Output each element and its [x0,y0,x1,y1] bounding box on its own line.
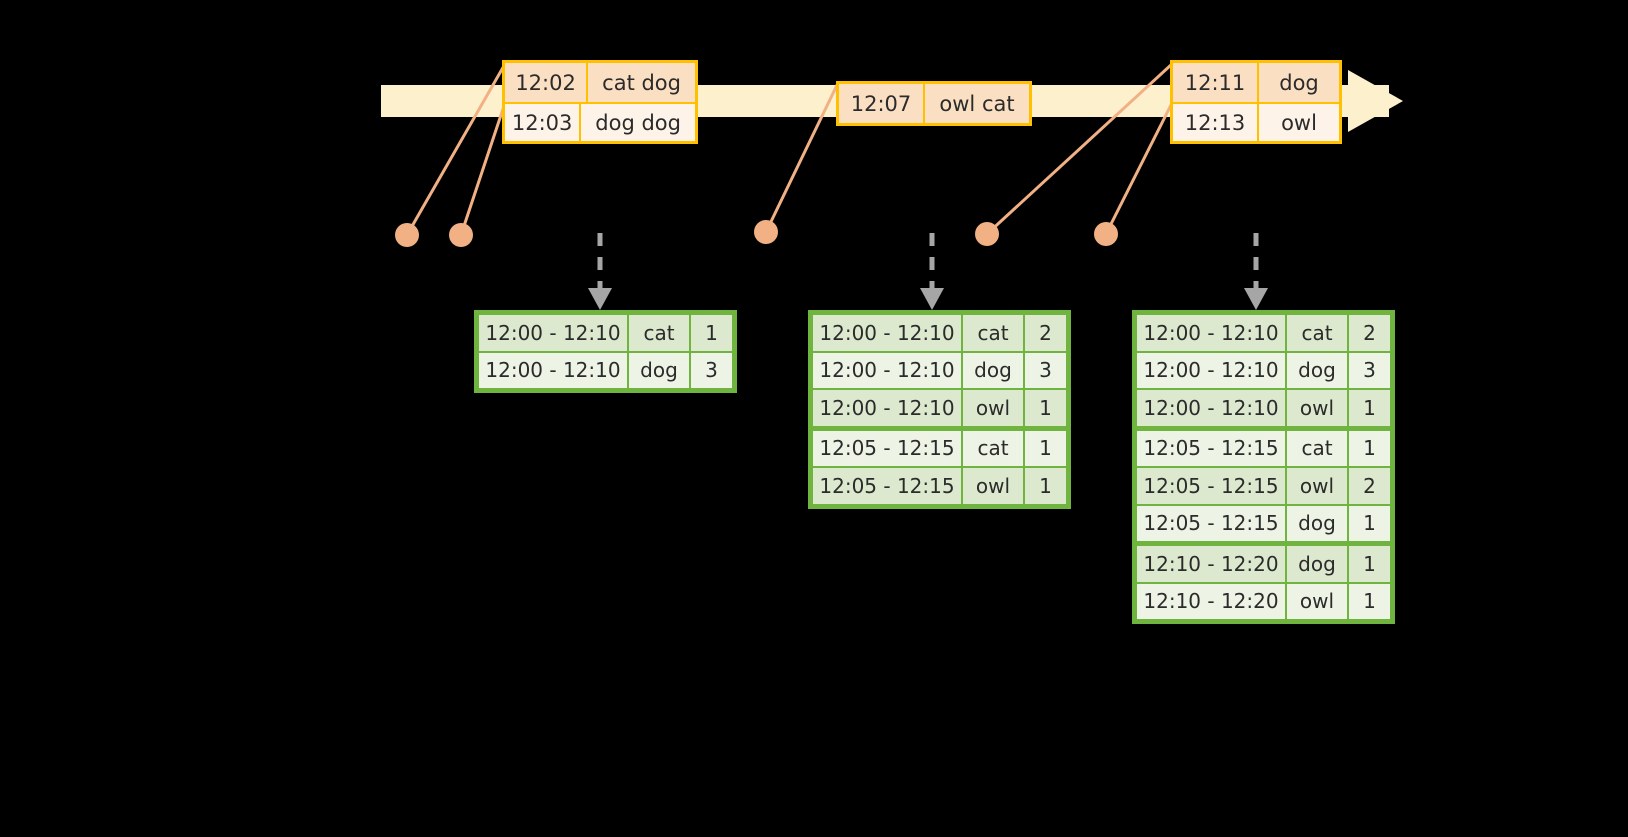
cell-window: 12:05 - 12:15 [813,468,961,504]
cell-count: 2 [1349,315,1390,351]
cell-count: 1 [1349,390,1390,426]
cell-window: 12:00 - 12:10 [479,315,627,351]
event-row: 12:13 owl [1173,102,1339,141]
cell-key: dog [1287,546,1347,582]
cell-window: 12:05 - 12:15 [1137,505,1285,541]
table-row: 12:00 - 12:10 owl 1 [812,389,1067,427]
cell-count: 1 [1025,430,1066,466]
event-row: 12:07 owl cat [839,84,1029,123]
event-value: owl [1257,104,1339,141]
cell-count: 1 [1349,505,1390,541]
cell-window: 12:00 - 12:10 [813,352,961,388]
event-time: 12:07 [839,84,923,123]
event-value: cat dog [586,63,695,102]
event-row: 12:11 dog [1173,63,1339,102]
cell-window: 12:05 - 12:15 [1137,430,1285,466]
cell-window: 12:10 - 12:20 [1137,546,1285,582]
table-row: 12:00 - 12:10 dog 3 [812,352,1067,390]
table-row: 12:00 - 12:10 cat 1 [478,314,733,352]
cell-key: owl [1287,390,1347,426]
cell-key: dog [963,352,1023,388]
cell-key: cat [1287,430,1347,466]
event-time: 12:11 [1173,63,1257,102]
table-row: 12:05 - 12:15 dog 1 [1136,505,1391,543]
table-row: 12:00 - 12:10 cat 2 [812,314,1067,352]
cell-window: 12:00 - 12:10 [1137,352,1285,388]
cell-window: 12:00 - 12:10 [1137,315,1285,351]
table-row: 12:05 - 12:15 cat 1 [812,430,1067,468]
connector-dot-2 [449,223,473,247]
cell-window: 12:00 - 12:10 [479,352,627,388]
connector-dot-5 [1094,222,1118,246]
event-value: dog dog [579,104,695,141]
dashed-arrow-heads [588,288,1268,310]
table-row: 12:00 - 12:10 dog 3 [1136,352,1391,390]
cell-key: dog [1287,352,1347,388]
cell-key: cat [1287,315,1347,351]
event-time: 12:02 [505,63,587,102]
result-table-3[interactable]: 12:00 - 12:10 cat 2 12:00 - 12:10 dog 3 … [1132,310,1395,624]
cell-count: 1 [1025,390,1066,426]
cell-count: 3 [1025,352,1066,388]
cell-window: 12:00 - 12:10 [813,315,961,351]
result-table-1[interactable]: 12:00 - 12:10 cat 1 12:00 - 12:10 dog 3 [474,310,737,393]
event-group-1[interactable]: 12:02 cat dog 12:03 dog dog [502,60,698,144]
dashed-arrows [597,233,1259,288]
event-row: 12:03 dog dog [505,102,695,141]
event-value: owl cat [923,84,1029,123]
cell-key: cat [629,315,689,351]
table-row: 12:10 - 12:20 owl 1 [1136,583,1391,621]
cell-count: 1 [1349,430,1390,466]
cell-count: 3 [1349,352,1390,388]
cell-key: dog [1287,505,1347,541]
cell-window: 12:00 - 12:10 [1137,390,1285,426]
cell-key: owl [1287,583,1347,619]
result-table-2[interactable]: 12:00 - 12:10 cat 2 12:00 - 12:10 dog 3 … [808,310,1071,509]
event-group-3[interactable]: 12:11 dog 12:13 owl [1170,60,1342,144]
event-row: 12:02 cat dog [505,63,695,102]
connector-dot-1 [395,223,419,247]
table-row: 12:10 - 12:20 dog 1 [1136,545,1391,583]
cell-key: owl [963,468,1023,504]
cell-window: 12:05 - 12:15 [813,430,961,466]
cell-count: 3 [691,352,732,388]
table-row: 12:05 - 12:15 owl 1 [812,467,1067,505]
event-time: 12:13 [1173,104,1257,141]
cell-count: 1 [1025,468,1066,504]
cell-count: 1 [691,315,732,351]
event-time: 12:03 [505,104,580,141]
table-row: 12:00 - 12:10 cat 2 [1136,314,1391,352]
connector-dot-3 [754,220,778,244]
table-row: 12:00 - 12:10 owl 1 [1136,389,1391,427]
event-group-2[interactable]: 12:07 owl cat [836,81,1032,126]
cell-count: 2 [1025,315,1066,351]
table-row: 12:00 - 12:10 dog 3 [478,352,733,390]
table-row: 12:05 - 12:15 cat 1 [1136,430,1391,468]
table-row: 12:05 - 12:15 owl 2 [1136,467,1391,505]
cell-count: 1 [1349,546,1390,582]
cell-window: 12:10 - 12:20 [1137,583,1285,619]
cell-count: 2 [1349,468,1390,504]
cell-window: 12:05 - 12:15 [1137,468,1285,504]
cell-key: cat [963,315,1023,351]
cell-count: 1 [1349,583,1390,619]
connector-dot-4 [975,222,999,246]
cell-key: owl [1287,468,1347,504]
cell-key: owl [963,390,1023,426]
event-value: dog [1257,63,1339,102]
cell-window: 12:00 - 12:10 [813,390,961,426]
cell-key: cat [963,430,1023,466]
cell-key: dog [629,352,689,388]
